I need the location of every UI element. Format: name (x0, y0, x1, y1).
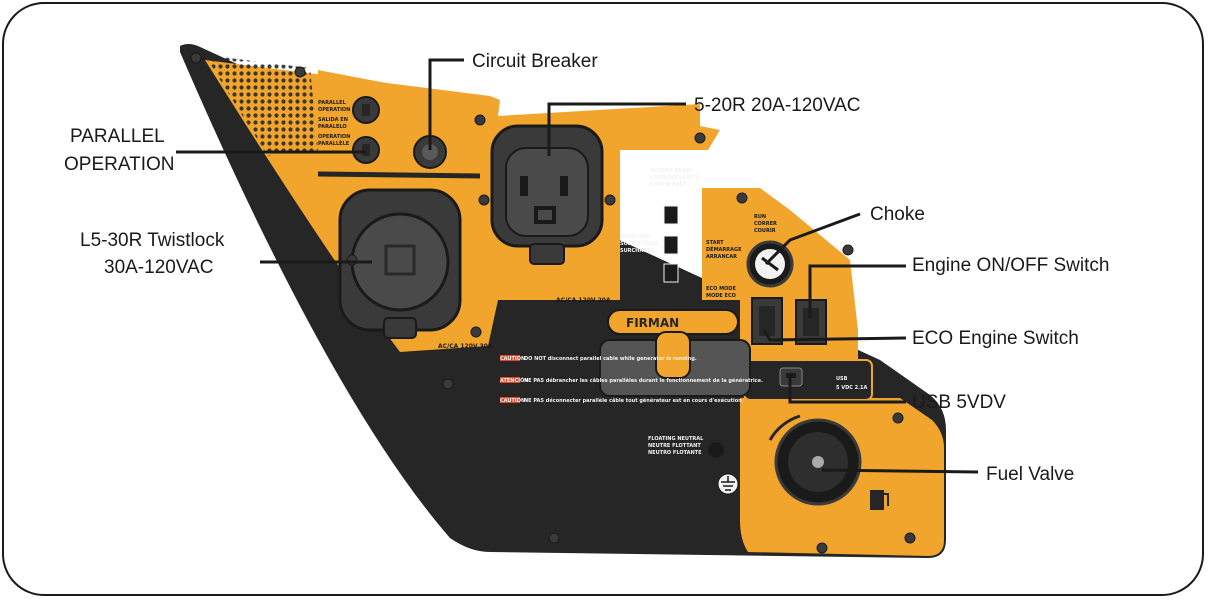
choke-knob[interactable] (746, 240, 794, 288)
parallel-label-b1: OPERATION (318, 134, 350, 140)
usb-label-2: 5 VDC 2.1A (836, 385, 868, 391)
handle-brand: FIRMAN (626, 316, 679, 330)
callout-engine-switch: Engine ON/OFF Switch (912, 255, 1109, 276)
leader-eco (762, 329, 907, 342)
ground-terminal (717, 473, 739, 495)
eco-1: ECO MODE (706, 286, 736, 292)
output-ready-2: CORRIENTE LISTO (650, 175, 700, 181)
warn-text-1: DO NOT disconnect parallel cable while g… (524, 356, 697, 362)
warn-tag-1: CAUTION (500, 356, 525, 362)
callout-eco-switch: ECO Engine Switch (912, 328, 1079, 349)
leader-engine-switch (808, 264, 906, 318)
callout-parallel-1: PARALLEL (70, 126, 165, 147)
parallel-label-a2: OPERATION (318, 107, 350, 113)
floating-2: NEUTRE FLOTTANT (648, 443, 701, 449)
parallel-label-a3: SALIDA EN (318, 117, 348, 123)
parallel-label-a4: PARALELO (318, 124, 347, 130)
dotted-texture (205, 55, 318, 156)
leader-lines (176, 58, 979, 474)
callout-520r: 5-20R 20A-120VAC (694, 95, 861, 116)
callout-twistlock-1: L5-30R Twistlock (80, 230, 225, 251)
parallel-label-a1: PARALLEL (318, 100, 347, 106)
status-indicators: OUTPUT READY CORRIENTE LISTO SORTIE PRÊT… (620, 168, 700, 283)
output-ready-1: OUTPUT READY (650, 168, 694, 174)
carry-handle: FIRMAN (599, 309, 751, 397)
warn-tag-2: ATENCIÓN (500, 377, 528, 384)
floating-1: FLOATING NEUTRAL (648, 436, 704, 442)
warning-block: CAUTION DO NOT disconnect parallel cable… (500, 355, 763, 404)
warn-text-2: NE PAS débrancher les câbles parallèles … (524, 377, 763, 384)
neutral-plug (708, 442, 724, 458)
parallel-ports: PARALLEL OPERATION SALIDA EN PARALELO OP… (318, 96, 380, 164)
floating-neutral-label: FLOATING NEUTRAL NEUTRE FLOTTANT NEUTRO … (648, 436, 704, 456)
outlet-520r[interactable] (490, 124, 604, 265)
leader-circuit-breaker (428, 58, 464, 150)
mounting-screws (190, 52, 916, 554)
leader-usb (788, 376, 906, 404)
overload-1: OVERLOAD (620, 234, 650, 240)
rating-30a-label: AC/CA 120V 30A (438, 343, 493, 350)
circuit-breaker-button[interactable] (413, 135, 447, 169)
usb-label-1: USB (836, 376, 848, 382)
separator-line (317, 171, 481, 179)
leader-choke (764, 212, 861, 266)
start-1: START (706, 240, 724, 246)
callout-choke: Choke (870, 204, 925, 225)
callout-twistlock-2: 30A-120VAC (104, 257, 214, 278)
rating-20a-label: AC/CA 120V 20A (556, 297, 611, 304)
fuel-valve-knob[interactable] (768, 414, 862, 506)
callout-parallel-2: OPERATION (64, 154, 175, 175)
run-2: CORRER (754, 221, 777, 227)
fuel-pump-icon (870, 490, 889, 510)
callout-fuel-valve: Fuel Valve (986, 464, 1074, 485)
floating-3: NEUTRO FLOTANTE (648, 450, 702, 456)
outlet-l530r-twistlock[interactable] (338, 188, 462, 339)
callout-circuit-breaker: Circuit Breaker (472, 51, 598, 72)
overload-2: SOBRECARGA (620, 241, 658, 247)
run-1: RUN (754, 214, 766, 220)
parallel-label-b2: PARALLÈLE (318, 139, 350, 147)
start-2: DÉMARRAGE (706, 245, 742, 253)
run-3: COURIR (754, 228, 776, 234)
output-ready-3: SORTIE PRÊT (650, 180, 687, 188)
leader-fuel (821, 468, 979, 474)
warn-text-3: NE PAS déconnecter parallèle câble tout … (524, 397, 744, 404)
start-3: ARRANCAR (706, 254, 737, 260)
callout-usb: USB 5VDV (912, 392, 1006, 413)
usb-panel (743, 359, 873, 401)
separator-strip (318, 70, 475, 176)
choke-labels: START DÉMARRAGE ARRANCAR RUN CORRER COUR… (706, 214, 777, 299)
eco-2: MODE ECO (706, 293, 736, 299)
leader-520r (547, 102, 686, 156)
warn-tag-3: CAUTION (500, 398, 525, 404)
overload-3: SURCHARGE (620, 248, 655, 254)
